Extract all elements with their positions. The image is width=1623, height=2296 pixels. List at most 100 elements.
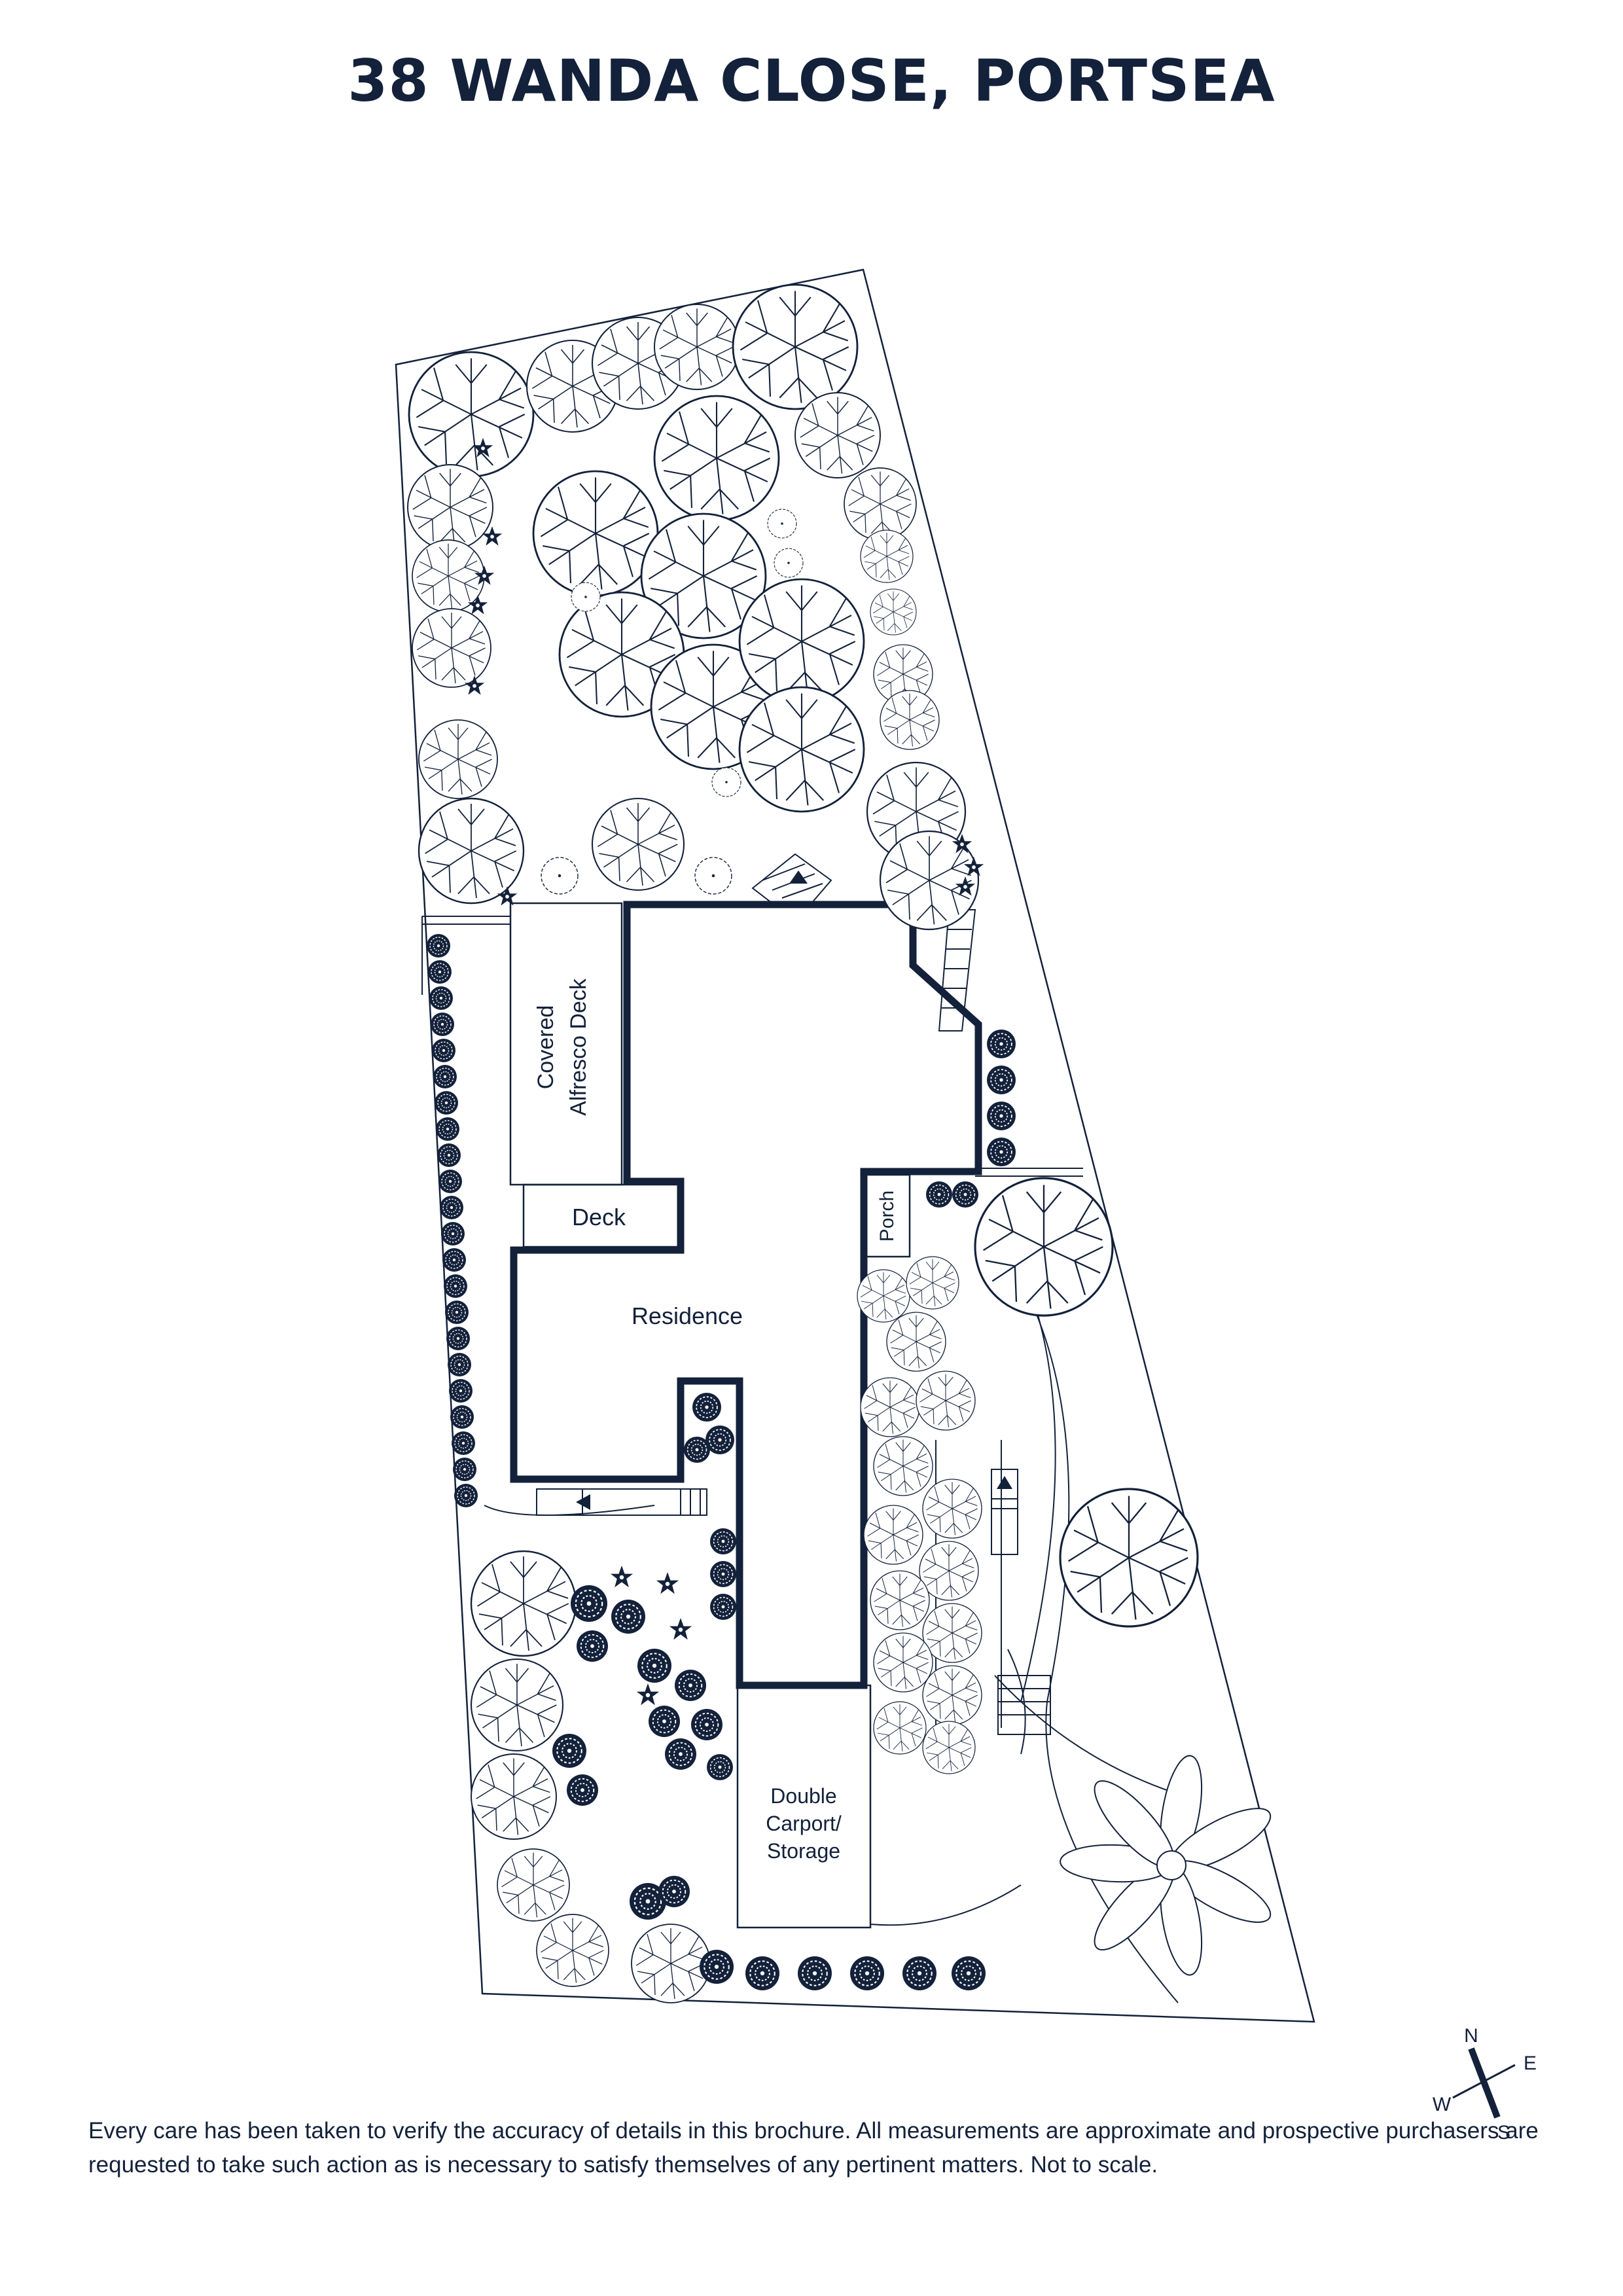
tree-icon <box>407 464 493 550</box>
flower-icon <box>656 1572 679 1594</box>
shrub-icon <box>427 934 450 958</box>
shrub-icon <box>577 1630 608 1662</box>
shrub-icon <box>798 1956 832 1990</box>
tree-icon <box>922 1665 982 1725</box>
tree-icon <box>860 1377 920 1437</box>
compass-w: W <box>1433 2094 1452 2115</box>
tree-icon <box>873 1632 933 1693</box>
tree-icon <box>471 1753 557 1840</box>
arrow-icon <box>789 870 808 884</box>
shrub-icon <box>448 1353 471 1376</box>
tree-icon <box>541 857 578 894</box>
shrub-icon <box>710 1561 736 1587</box>
shrub-icon <box>552 1734 586 1768</box>
tree-icon <box>631 1924 711 2003</box>
hedge-row <box>427 934 478 1507</box>
tree-icon <box>916 1371 976 1431</box>
tree-icon <box>774 548 803 577</box>
tree-icon <box>571 583 600 611</box>
tree-icon <box>470 1550 577 1657</box>
shrub-icon <box>987 1066 1016 1094</box>
covered-deck-label-2: Alfresco Deck <box>566 978 591 1116</box>
flower-icon <box>636 1683 660 1706</box>
page-title: 38 WANDA CLOSE, PORTSEA <box>348 47 1275 115</box>
carport-label-2: Carport/ <box>766 1812 842 1835</box>
shrub-icon <box>692 1393 721 1422</box>
shrub-icon <box>441 1222 465 1246</box>
tree-icon <box>497 1848 570 1922</box>
shrub-icon <box>902 1956 936 1990</box>
tree-icon <box>732 283 859 410</box>
shrub-icon <box>433 1065 457 1088</box>
disclaimer: Every care has been taken to verify the … <box>88 2118 1539 2178</box>
tree-icon <box>974 1177 1114 1317</box>
carport-label-3: Storage <box>767 1839 840 1863</box>
shrub-icon <box>710 1528 736 1554</box>
tree-icon <box>863 1505 923 1565</box>
compass-s: S <box>1497 2122 1510 2144</box>
tree-icon <box>873 1436 933 1496</box>
deck-label: Deck <box>572 1204 626 1230</box>
tree-icon <box>695 857 732 894</box>
residence-label: Residence <box>632 1302 743 1329</box>
shrub-icon <box>429 986 453 1010</box>
tree-icon <box>870 1570 930 1630</box>
shrub-icon <box>454 1484 478 1507</box>
tree-icon <box>880 690 940 750</box>
tree-icon <box>768 509 796 538</box>
flower-icon <box>610 1566 633 1588</box>
shrub-icon <box>684 1437 710 1463</box>
tree-icon <box>412 539 485 613</box>
tree-icon <box>870 588 917 636</box>
tree-icon <box>418 719 498 799</box>
shrub-icon <box>665 1738 696 1770</box>
shrub-icon <box>442 1248 466 1272</box>
tree-icon <box>857 1269 910 1323</box>
tree-icon <box>532 470 659 597</box>
tree-icon <box>408 351 535 478</box>
tree-icon <box>1059 1488 1199 1628</box>
compass-n: N <box>1464 2025 1478 2047</box>
shrub-icon <box>691 1709 722 1740</box>
shrub-icon <box>649 1706 680 1737</box>
shrub-icon <box>658 1876 690 1907</box>
arrow-icon <box>576 1494 590 1510</box>
tree-icon <box>886 1312 946 1372</box>
tree-icon <box>536 1914 609 1987</box>
shrub-icon <box>952 1956 986 1990</box>
compass-e: E <box>1524 2053 1537 2074</box>
shrub-icon <box>432 1039 455 1062</box>
carport-label-1: Double <box>770 1784 836 1808</box>
shrub-icon <box>987 1102 1016 1130</box>
site-boundary <box>395 268 1315 2023</box>
shrub-icon <box>567 1774 598 1806</box>
tree-icon <box>470 1658 564 1752</box>
shrub-icon <box>637 1649 671 1683</box>
tree-icon <box>654 304 740 390</box>
shrub-icon <box>571 1585 607 1622</box>
stairs <box>536 853 1051 1735</box>
porch-label: Porch <box>876 1191 898 1242</box>
shrub-icon <box>450 1405 474 1429</box>
tree-icon <box>653 395 780 522</box>
shrub-icon <box>436 1117 459 1141</box>
shrub-icon <box>745 1956 779 1990</box>
palm-icon <box>1060 1755 1272 1976</box>
compass-icon <box>1452 2047 1516 2119</box>
shrub-icon <box>438 1170 462 1193</box>
tree-icon <box>412 608 491 688</box>
shrub-icon <box>440 1196 463 1219</box>
shrub-icon <box>987 1030 1016 1058</box>
tree-icon <box>873 1701 927 1755</box>
covered-deck-label-1: Covered <box>533 1005 558 1090</box>
residence-outline <box>510 901 982 1689</box>
shrub-icon <box>700 1950 734 1984</box>
tree-icon <box>860 529 914 583</box>
tree-icon <box>906 1256 959 1310</box>
shrub-icon <box>850 1956 884 1990</box>
shrub-icon <box>611 1600 645 1634</box>
shrub-icon <box>445 1300 469 1324</box>
tree-icon <box>712 768 741 797</box>
shrub-icon <box>952 1181 978 1208</box>
